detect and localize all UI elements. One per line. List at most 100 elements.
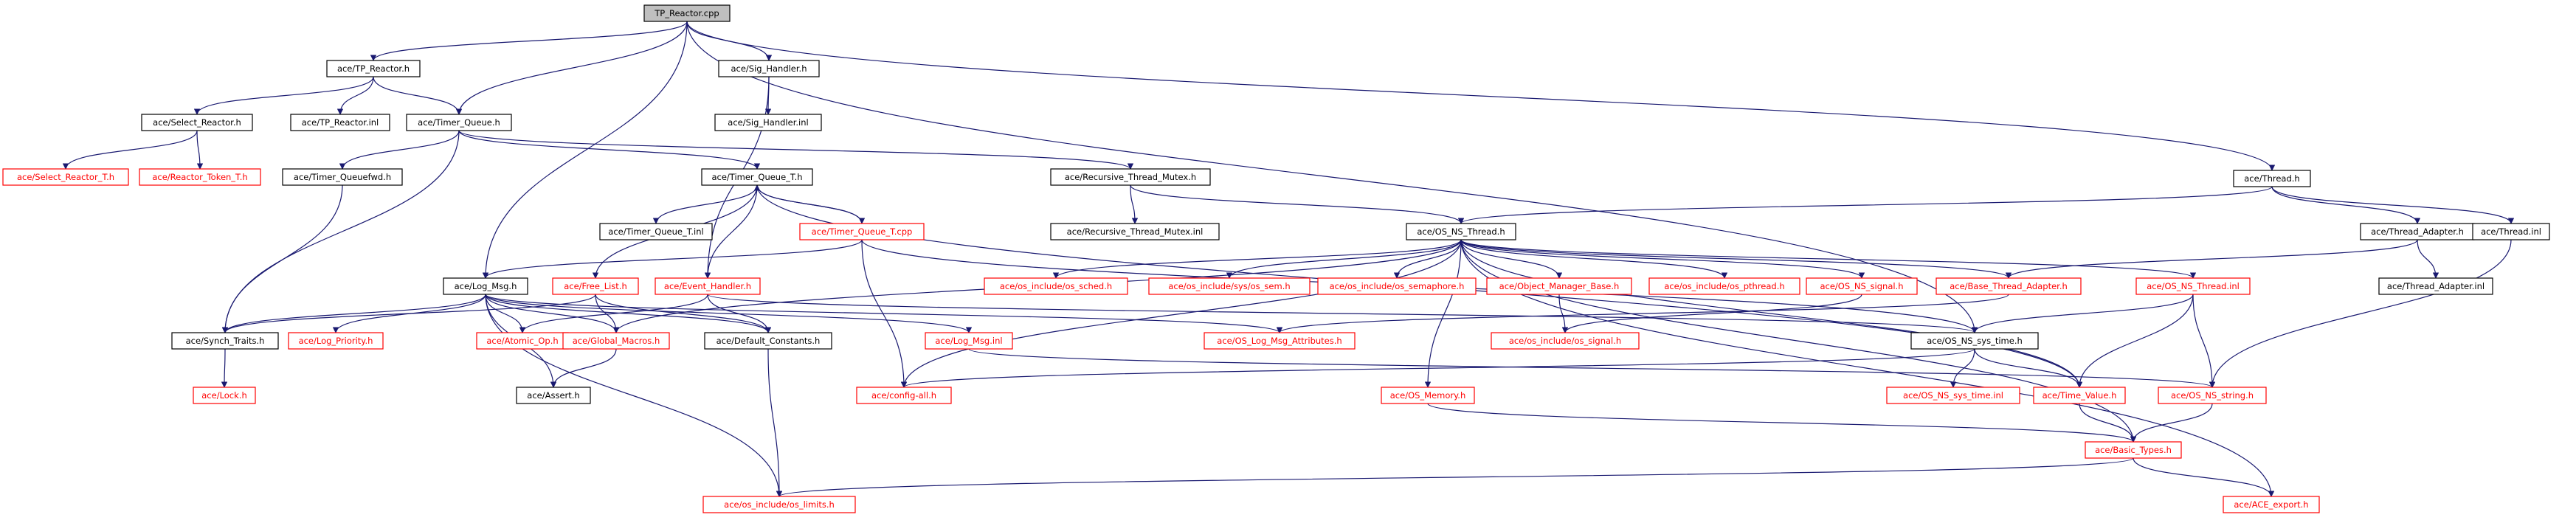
node-reactor-token-t-h[interactable]: ace/Reactor_Token_T.h bbox=[139, 168, 261, 186]
node-label: ace/config-all.h bbox=[871, 390, 936, 401]
edge-thread-adapter-h-to-thread-adapter-inl bbox=[2417, 239, 2439, 279]
edge-basic-types-h-to-os-limits-h bbox=[776, 457, 2134, 497]
node-select-reactor-h[interactable]: ace/Select_Reactor.h bbox=[141, 114, 253, 131]
node-box bbox=[139, 168, 261, 186]
node-label: ace/Timer_Queue.h bbox=[418, 117, 500, 128]
node-os-limits-h[interactable]: ace/os_include/os_limits.h bbox=[702, 496, 856, 513]
node-thread-adapter-inl[interactable]: ace/Thread_Adapter.inl bbox=[2378, 277, 2493, 295]
node-basic-types-h[interactable]: ace/Basic_Types.h bbox=[2085, 441, 2182, 459]
node-label: ace/OS_NS_string.h bbox=[2171, 390, 2254, 401]
node-box bbox=[1204, 332, 1356, 350]
node-label: ace/os_include/sys/os_sem.h bbox=[1168, 281, 1290, 291]
node-os-sem-h[interactable]: ace/os_include/sys/os_sem.h bbox=[1148, 277, 1311, 295]
node-object-manager-base-h[interactable]: ace/Object_Manager_Base.h bbox=[1486, 277, 1632, 295]
node-box bbox=[288, 332, 384, 350]
node-label: ace/Basic_Types.h bbox=[2095, 445, 2172, 455]
node-atomic-op-h[interactable]: ace/Atomic_Op.h bbox=[476, 332, 569, 350]
edge-root-to-log-msg-h bbox=[482, 21, 688, 279]
node-os-ns-thread-inl[interactable]: ace/OS_NS_Thread.inl bbox=[2135, 277, 2251, 295]
node-box bbox=[326, 60, 421, 77]
edge-free-list-h-to-default-constants-h bbox=[595, 294, 772, 333]
node-sig-handler-h[interactable]: ace/Sig_Handler.h bbox=[718, 60, 820, 77]
edge-timer-queue-t-h-to-timer-queue-t-inl bbox=[652, 184, 758, 224]
edge-root-to-tp-reactor-h bbox=[370, 21, 688, 61]
node-box bbox=[2158, 387, 2267, 404]
edge-tp-reactor-h-to-tp-reactor-inl bbox=[336, 76, 374, 115]
edge-root-to-thread-h bbox=[686, 21, 2276, 171]
node-os-memory-h[interactable]: ace/OS_Memory.h bbox=[1381, 387, 1475, 404]
node-timer-queuefwd-h[interactable]: ace/Timer_Queuefwd.h bbox=[282, 168, 403, 186]
node-os-ns-string-h[interactable]: ace/OS_NS_string.h bbox=[2158, 387, 2267, 404]
node-select-reactor-t-h[interactable]: ace/Select_Reactor_T.h bbox=[2, 168, 129, 186]
node-config-all-h[interactable]: ace/config-all.h bbox=[856, 387, 952, 404]
edge-log-msg-h-to-os-log-msg-attributes-h bbox=[485, 294, 1282, 333]
node-os-log-msg-attributes-h[interactable]: ace/OS_Log_Msg_Attributes.h bbox=[1204, 332, 1356, 350]
node-label: ace/Log_Msg.h bbox=[455, 281, 517, 291]
edge-event-handler-h-to-atomic-op-h bbox=[519, 294, 708, 333]
node-recursive-thread-mutex-inl[interactable]: ace/Recursive_Thread_Mutex.inl bbox=[1050, 223, 1220, 240]
node-label: ace/Base_Thread_Adapter.h bbox=[1950, 281, 2068, 291]
edge-os-ns-thread-h-to-os-semaphore-h bbox=[1393, 239, 1462, 279]
edge-log-msg-h-to-default-constants-h bbox=[485, 294, 772, 333]
node-label: ace/Atomic_Op.h bbox=[486, 336, 558, 346]
node-lock-h[interactable]: ace/Lock.h bbox=[193, 387, 256, 404]
edge-base-thread-adapter-h-to-os-log-msg-attributes-h bbox=[1277, 294, 2009, 333]
node-label: ace/Synch_Traits.h bbox=[186, 336, 265, 346]
node-box bbox=[599, 223, 713, 240]
edge-os-ns-thread-h-to-time-value-h bbox=[1460, 239, 2083, 388]
node-os-ns-thread-h[interactable]: ace/OS_NS_Thread.h bbox=[1406, 223, 1516, 240]
node-global-macros-h[interactable]: ace/Global_Macros.h bbox=[562, 332, 670, 350]
node-thread-adapter-h[interactable]: ace/Thread_Adapter.h bbox=[2360, 223, 2475, 240]
node-box bbox=[702, 496, 856, 513]
node-tp-reactor-inl[interactable]: ace/TP_Reactor.inl bbox=[290, 114, 390, 131]
node-thread-h[interactable]: ace/Thread.h bbox=[2233, 170, 2311, 187]
node-sig-handler-inl[interactable]: ace/Sig_Handler.inl bbox=[714, 114, 822, 131]
node-os-semaphore-h[interactable]: ace/os_include/os_semaphore.h bbox=[1317, 277, 1477, 295]
edge-object-manager-base-h-to-os-signal-h bbox=[1558, 294, 1569, 333]
node-ace-export-h[interactable]: ace/ACE_export.h bbox=[2223, 496, 2320, 513]
node-label: ace/Select_Reactor.h bbox=[153, 117, 241, 128]
node-timer-queue-h[interactable]: ace/Timer_Queue.h bbox=[406, 114, 512, 131]
node-box bbox=[443, 277, 528, 295]
node-time-value-h[interactable]: ace/Time_Value.h bbox=[2033, 387, 2126, 404]
node-label: ace/Global_Macros.h bbox=[573, 336, 660, 346]
node-timer-queue-t-cpp[interactable]: ace/Timer_Queue_T.cpp bbox=[799, 223, 925, 240]
node-label: ace/Log_Priority.h bbox=[299, 336, 373, 346]
node-thread-inl[interactable]: ace/Thread.inl bbox=[2472, 223, 2550, 240]
node-timer-queue-t-h[interactable]: ace/Timer_Queue_T.h bbox=[701, 168, 813, 186]
node-os-ns-signal-h[interactable]: ace/OS_NS_signal.h bbox=[1806, 277, 1918, 295]
edge-recursive-thread-mutex-h-to-recursive-thread-mutex-inl bbox=[1130, 184, 1139, 224]
node-box bbox=[171, 332, 279, 350]
node-label: ace/os_include/os_limits.h bbox=[724, 499, 835, 510]
node-base-thread-adapter-h[interactable]: ace/Base_Thread_Adapter.h bbox=[1936, 277, 2082, 295]
node-log-priority-h[interactable]: ace/Log_Priority.h bbox=[288, 332, 384, 350]
node-os-pthread-h[interactable]: ace/os_include/os_pthread.h bbox=[1648, 277, 1800, 295]
node-assert-h[interactable]: ace/Assert.h bbox=[516, 387, 591, 404]
edge-os-ns-thread-h-to-os-ns-signal-h bbox=[1460, 239, 1865, 279]
node-event-handler-h[interactable]: ace/Event_Handler.h bbox=[655, 277, 761, 295]
node-box bbox=[643, 4, 731, 22]
node-log-msg-h[interactable]: ace/Log_Msg.h bbox=[443, 277, 528, 295]
node-box bbox=[290, 114, 390, 131]
edge-timer-queue-t-cpp-to-timer-queue-t-h bbox=[753, 184, 863, 224]
edge-tp-reactor-h-to-select-reactor-h bbox=[193, 76, 374, 115]
node-os-signal-h[interactable]: ace/os_include/os_signal.h bbox=[1491, 332, 1640, 350]
node-box bbox=[552, 277, 639, 295]
node-root[interactable]: TP_Reactor.cpp bbox=[643, 4, 731, 22]
edge-os-ns-thread-h-to-os-sem-h bbox=[1226, 239, 1462, 279]
edge-timer-queue-h-to-timer-queuefwd-h bbox=[339, 130, 460, 170]
node-os-ns-sys-time-h[interactable]: ace/OS_NS_sys_time.h bbox=[1910, 332, 2039, 350]
node-default-constants-h[interactable]: ace/Default_Constants.h bbox=[704, 332, 832, 350]
edge-thread-adapter-h-to-base-thread-adapter-h bbox=[2005, 239, 2418, 279]
node-free-list-h[interactable]: ace/Free_List.h bbox=[552, 277, 639, 295]
node-recursive-thread-mutex-h[interactable]: ace/Recursive_Thread_Mutex.h bbox=[1050, 168, 1211, 186]
node-os-ns-sys-time-inl[interactable]: ace/OS_NS_sys_time.inl bbox=[1886, 387, 2020, 404]
edge-timer-queue-h-to-recursive-thread-mutex-h bbox=[458, 130, 1133, 170]
node-tp-reactor-h[interactable]: ace/TP_Reactor.h bbox=[326, 60, 421, 77]
node-box bbox=[925, 332, 1013, 350]
node-timer-queue-t-inl[interactable]: ace/Timer_Queue_T.inl bbox=[599, 223, 713, 240]
edge-log-msg-h-to-os-limits-h bbox=[485, 294, 783, 497]
node-synch-traits-h[interactable]: ace/Synch_Traits.h bbox=[171, 332, 279, 350]
node-log-msg-inl[interactable]: ace/Log_Msg.inl bbox=[925, 332, 1013, 350]
node-os-sched-h[interactable]: ace/os_include/os_sched.h bbox=[984, 277, 1128, 295]
